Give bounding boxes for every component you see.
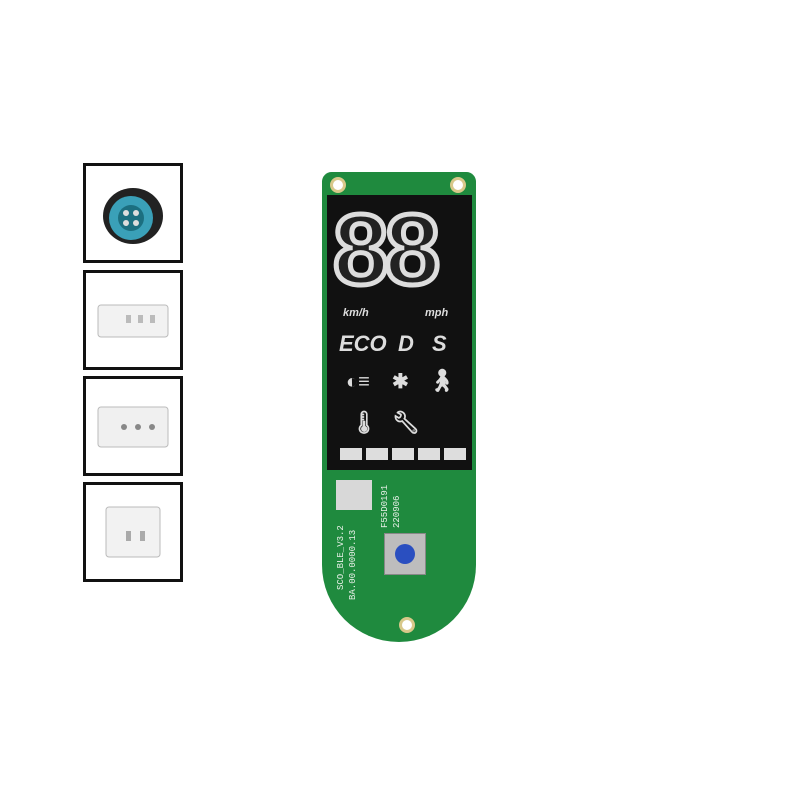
connector-thumb-2pin[interactable] <box>83 482 183 582</box>
connector-thumb-3pin-b[interactable] <box>83 376 183 476</box>
pcb-code-2: 220906 <box>392 495 402 528</box>
battery-bar <box>444 448 466 460</box>
temperature-icon: 🌡︎ <box>350 410 378 435</box>
walk-icon: 🚶︎ <box>428 368 456 393</box>
mount-hole <box>399 617 415 633</box>
connector-thumb-round[interactable] <box>83 163 183 263</box>
headlight-icon: ◐≡ <box>346 371 370 393</box>
battery-bar <box>392 448 414 460</box>
mode-d: D <box>398 331 414 356</box>
mount-hole <box>330 177 346 193</box>
bluetooth-icon: ✱ <box>392 371 409 393</box>
speed-digits: 88 <box>330 194 442 306</box>
connector-thumb-3pin-a[interactable] <box>83 270 183 370</box>
battery-bar <box>340 448 362 460</box>
wrench-icon: 🔧︎ <box>392 410 420 435</box>
mount-hole <box>450 177 466 193</box>
unit-mph: mph <box>425 307 449 319</box>
battery-bar <box>366 448 388 460</box>
unit-kmh: km/h <box>343 307 369 319</box>
battery-bar <box>418 448 440 460</box>
push-button[interactable] <box>395 544 415 564</box>
lcd-display <box>327 195 472 470</box>
pcb-part: BA.00.0000.13 <box>348 529 358 600</box>
tact-switch[interactable] <box>384 533 426 575</box>
mode-eco: ECO <box>339 331 387 356</box>
pcb-model: SCO_BLE_V3.2 <box>336 525 346 590</box>
pcb-code-1: F55D0191 <box>380 484 390 528</box>
mode-s: S <box>432 331 447 356</box>
label-pad <box>336 480 372 510</box>
